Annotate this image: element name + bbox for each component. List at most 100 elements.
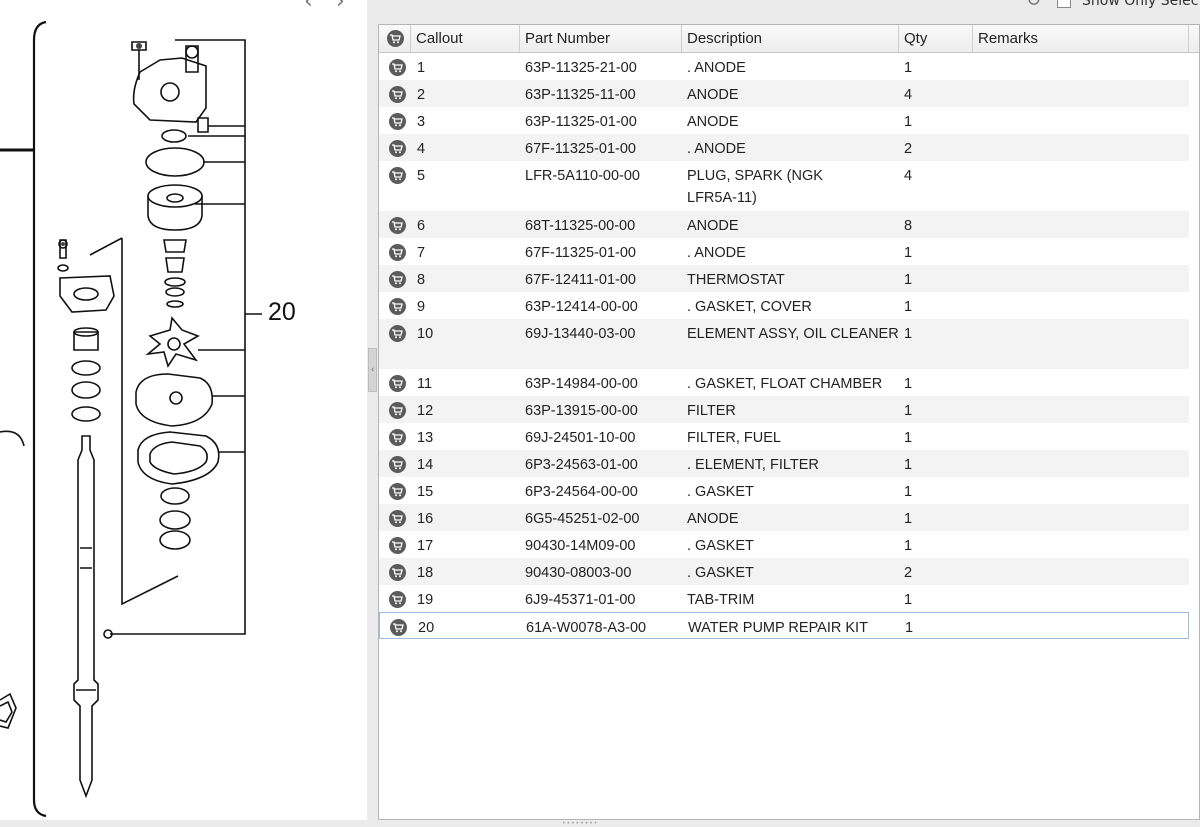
cell-part-number: 67F-12411-01-00 <box>525 272 636 288</box>
cell-qty: 1 <box>905 620 914 636</box>
cell-description: . ANODE <box>687 60 746 76</box>
resize-grip-icon[interactable]: •••••••• <box>562 820 599 827</box>
previous-page-icon[interactable]: ‹ <box>304 0 313 14</box>
show-only-selected-checkbox[interactable] <box>1057 0 1071 8</box>
add-to-cart-icon[interactable] <box>389 86 406 103</box>
cart-icon[interactable] <box>387 30 404 47</box>
cell-callout: 14 <box>417 457 434 473</box>
cell-part-number: 6J9-45371-01-00 <box>525 592 636 608</box>
cell-part-number: 63P-12414-00-00 <box>525 299 638 315</box>
add-to-cart-icon[interactable] <box>390 619 407 636</box>
cell-description: . GASKET, COVER <box>687 299 812 315</box>
column-header-qty[interactable]: Qty <box>899 25 973 52</box>
add-to-cart-icon[interactable] <box>389 325 406 342</box>
next-page-icon[interactable]: › <box>336 0 345 14</box>
parts-diagram[interactable]: 20 ‹ › <box>0 0 367 820</box>
add-to-cart-icon[interactable] <box>389 375 406 392</box>
add-to-cart-icon[interactable] <box>389 591 406 608</box>
exploded-view-drawing <box>0 20 262 818</box>
cell-qty: 2 <box>904 141 913 157</box>
cell-description: . ANODE <box>687 245 746 261</box>
cell-description: TAB-TRIM <box>687 592 755 608</box>
cell-description: . ELEMENT, FILTER <box>687 457 819 473</box>
column-header-callout[interactable]: Callout <box>411 25 520 52</box>
add-to-cart-icon[interactable] <box>389 59 406 76</box>
cell-qty: 4 <box>904 168 913 184</box>
cell-callout: 6 <box>417 218 426 234</box>
cell-callout: 17 <box>417 538 434 554</box>
add-to-cart-icon[interactable] <box>389 244 406 261</box>
table-row[interactable]: 9 63P-12414-00-00 . GASKET, COVER 1 <box>379 292 1189 319</box>
cell-description: . GASKET <box>687 484 754 500</box>
cell-part-number: 63P-11325-21-00 <box>525 60 637 76</box>
add-to-cart-icon[interactable] <box>389 429 406 446</box>
add-to-cart-icon[interactable] <box>389 564 406 581</box>
cell-callout: 11 <box>417 376 433 392</box>
refresh-icon[interactable]: ↻ <box>1026 0 1042 11</box>
cell-description: THERMOSTAT <box>687 272 785 288</box>
cell-qty: 1 <box>904 484 913 500</box>
add-to-cart-icon[interactable] <box>389 113 406 130</box>
cell-qty: 1 <box>904 299 913 315</box>
cell-callout: 7 <box>417 245 426 261</box>
column-header-part-number[interactable]: Part Number <box>520 25 682 52</box>
add-to-cart-icon[interactable] <box>389 167 406 184</box>
header-cart-cell <box>379 25 411 52</box>
cell-part-number: 63P-14984-00-00 <box>525 376 638 392</box>
cell-qty: 1 <box>904 538 913 554</box>
cell-part-number: 68T-11325-00-00 <box>525 218 636 234</box>
cell-description: . ANODE <box>687 141 746 157</box>
cell-qty: 1 <box>904 272 913 288</box>
cell-part-number: 69J-13440-03-00 <box>525 326 636 342</box>
cell-qty: 1 <box>904 457 913 473</box>
collapse-pane-icon[interactable]: ‹ <box>368 348 377 392</box>
cell-part-number: 90430-14M09-00 <box>525 538 636 554</box>
add-to-cart-icon[interactable] <box>389 140 406 157</box>
table-row[interactable]: 7 67F-11325-01-00 . ANODE 1 <box>379 238 1189 265</box>
cell-callout: 16 <box>417 511 434 527</box>
cell-qty: 4 <box>904 87 913 103</box>
show-only-selected-label: Show Only Selec <box>1082 0 1199 9</box>
add-to-cart-icon[interactable] <box>389 217 406 234</box>
add-to-cart-icon[interactable] <box>389 456 406 473</box>
cell-part-number: 90430-08003-00 <box>525 565 632 581</box>
cell-callout: 9 <box>417 299 426 315</box>
cell-part-number: 67F-11325-01-00 <box>525 245 636 261</box>
add-to-cart-icon[interactable] <box>389 537 406 554</box>
callout-label-20[interactable]: 20 <box>268 298 296 326</box>
add-to-cart-icon[interactable] <box>389 271 406 288</box>
cell-callout: 5 <box>417 168 426 184</box>
pane-splitter[interactable] <box>367 0 378 825</box>
column-header-remarks[interactable]: Remarks <box>973 25 1189 52</box>
cell-qty: 1 <box>904 245 913 261</box>
cell-callout: 19 <box>417 592 434 608</box>
add-to-cart-icon[interactable] <box>389 510 406 527</box>
cell-callout: 2 <box>417 87 426 103</box>
add-to-cart-icon[interactable] <box>389 298 406 315</box>
cell-description: FILTER, FUEL <box>687 430 781 446</box>
column-header-description[interactable]: Description <box>682 25 899 52</box>
cell-callout: 18 <box>417 565 434 581</box>
add-to-cart-icon[interactable] <box>389 483 406 500</box>
cell-callout: 8 <box>417 272 426 288</box>
table-row[interactable]: 8 67F-12411-01-00 THERMOSTAT 1 <box>379 265 1189 292</box>
cell-qty: 1 <box>904 376 913 392</box>
add-to-cart-icon[interactable] <box>389 402 406 419</box>
